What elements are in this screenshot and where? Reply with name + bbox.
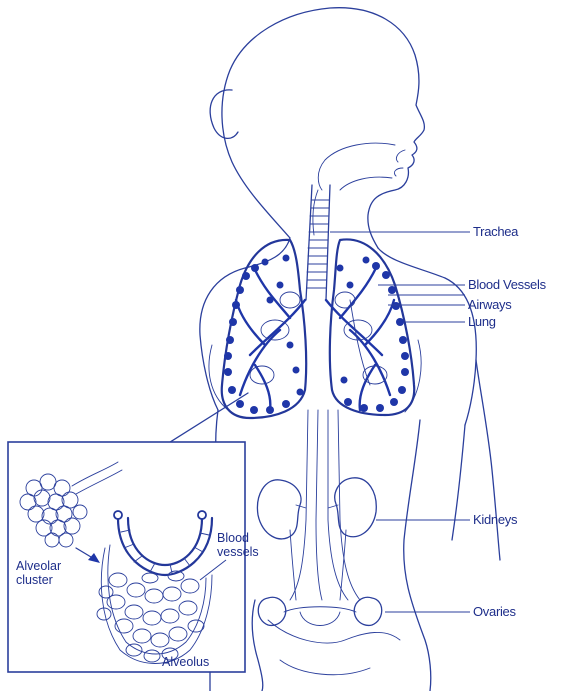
left-lung: [222, 240, 306, 418]
ovaries: [258, 597, 382, 625]
leader-lines: [330, 232, 470, 612]
label-blood-line1: Blood: [217, 531, 249, 545]
label-kidneys: Kidneys: [473, 512, 518, 527]
label-blood-line2: vessels: [217, 545, 259, 559]
alveolus-inset: Alveolar cluster Blood vessels Alveolus: [8, 442, 259, 691]
label-trachea: Trachea: [473, 224, 519, 239]
label-lung: Lung: [468, 314, 496, 329]
label-alveolar-line2: cluster: [16, 573, 53, 587]
right-lung: [326, 239, 414, 415]
label-airways: Airways: [468, 297, 512, 312]
label-alveolus: Alveolus: [162, 655, 209, 669]
label-alveolar-line1: Alveolar: [16, 559, 61, 573]
label-ovaries: Ovaries: [473, 604, 516, 619]
trachea: [306, 185, 330, 300]
label-blood-vessels: Blood Vessels: [468, 277, 547, 292]
airway-throat: [313, 143, 395, 235]
